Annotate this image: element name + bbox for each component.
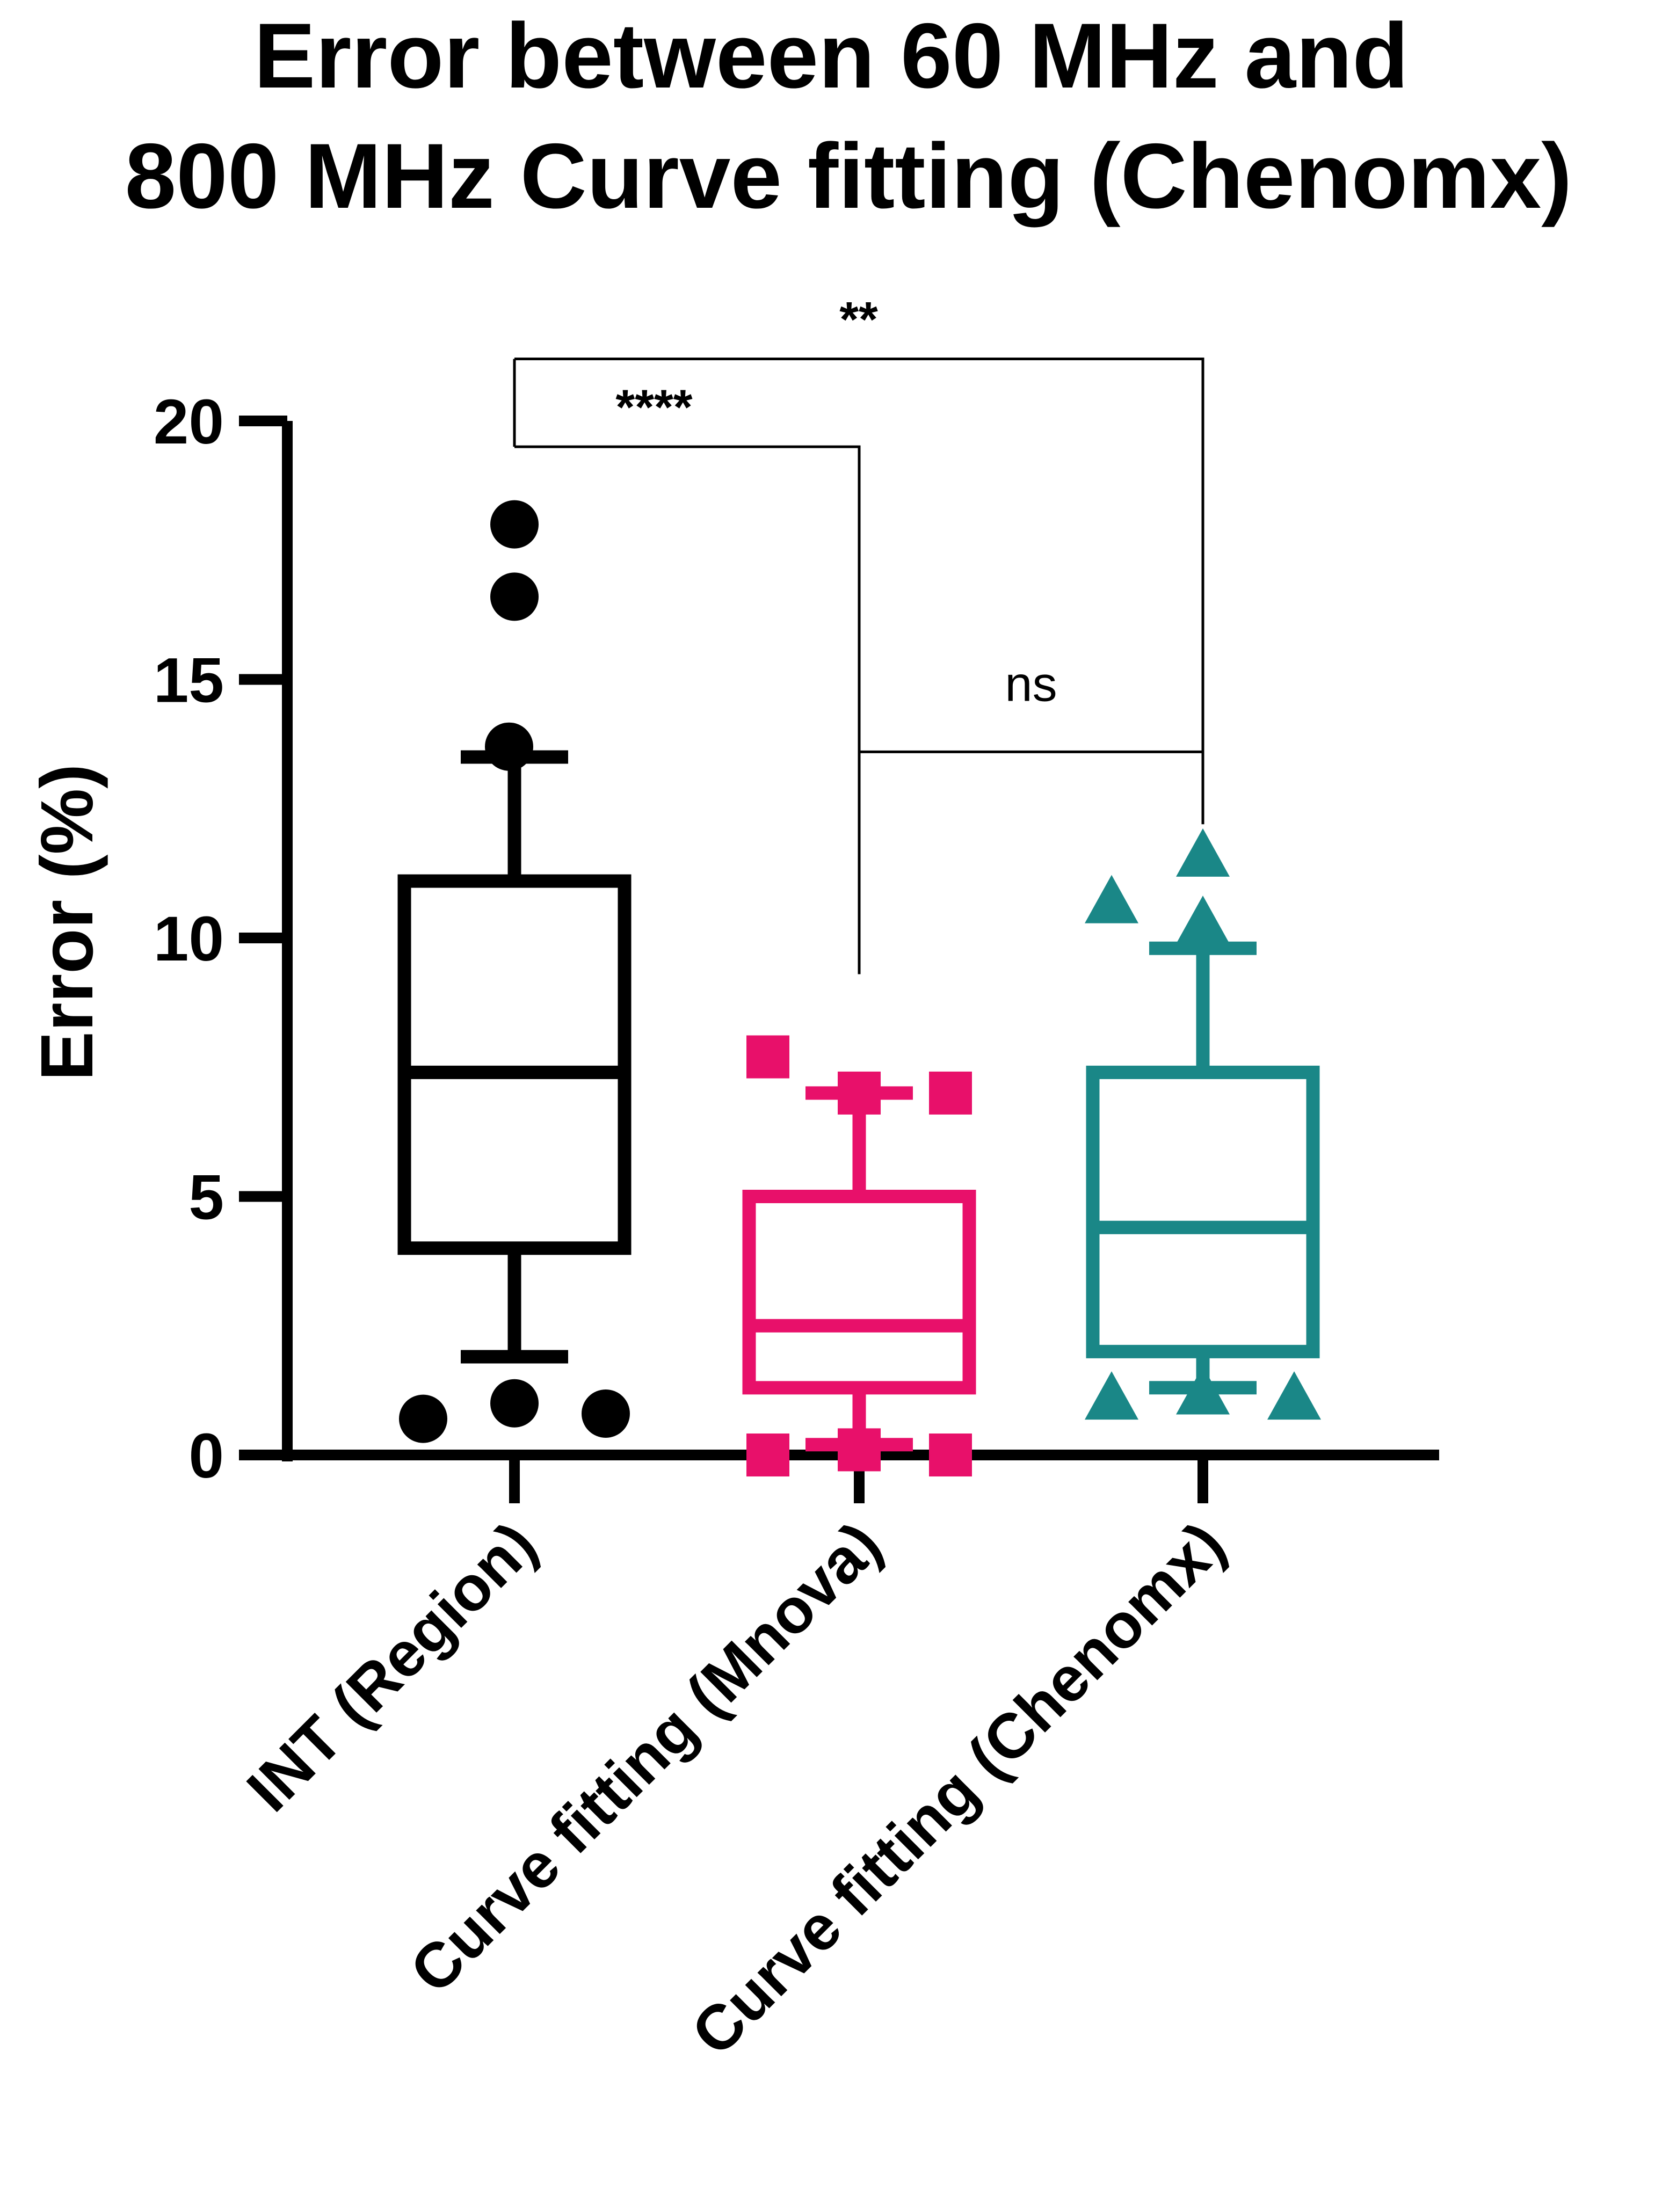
- significance-label: ns: [1005, 657, 1057, 711]
- outlier-point: [746, 1035, 789, 1079]
- y-tick-label: 0: [188, 1421, 224, 1491]
- outlier-point: [1267, 1371, 1321, 1420]
- outlier-point: [490, 1379, 539, 1428]
- y-tick-label: 5: [188, 1162, 224, 1233]
- outlier-point: [1085, 1371, 1138, 1420]
- box: [397, 874, 632, 1255]
- box: [1086, 1065, 1320, 1358]
- outlier-point: [485, 722, 533, 771]
- outlier-point: [929, 1434, 972, 1476]
- significance-bracket: [858, 750, 1204, 974]
- outlier-point: [490, 572, 539, 621]
- outlier-point: [490, 500, 539, 549]
- y-tick-label: 20: [154, 387, 224, 457]
- chart-title-line-2: 800 MHz Curve fitting (Chenomx): [125, 125, 1572, 228]
- x-tick-label: INT (Region): [234, 1509, 550, 1825]
- outlier-point: [929, 1071, 972, 1115]
- outlier-point: [399, 1394, 447, 1443]
- outlier-point: [838, 1428, 881, 1472]
- significance-label: ****: [615, 380, 692, 435]
- outlier-point: [1176, 1366, 1230, 1415]
- chart-title-line-1: Error between 60 MHz and: [254, 4, 1409, 107]
- significance-label: **: [839, 292, 878, 347]
- y-tick-label: 15: [154, 645, 224, 716]
- significance-bracket: [514, 357, 1204, 825]
- outlier-point: [838, 1071, 881, 1115]
- outlier-point: [746, 1434, 789, 1476]
- outlier-point: [1085, 875, 1138, 923]
- outlier-point: [1176, 828, 1230, 877]
- outlier-point: [1176, 896, 1230, 944]
- outlier-point: [582, 1389, 630, 1438]
- y-axis-label: Error (%): [26, 764, 108, 1081]
- y-tick-label: 10: [154, 904, 224, 974]
- box: [742, 1190, 976, 1395]
